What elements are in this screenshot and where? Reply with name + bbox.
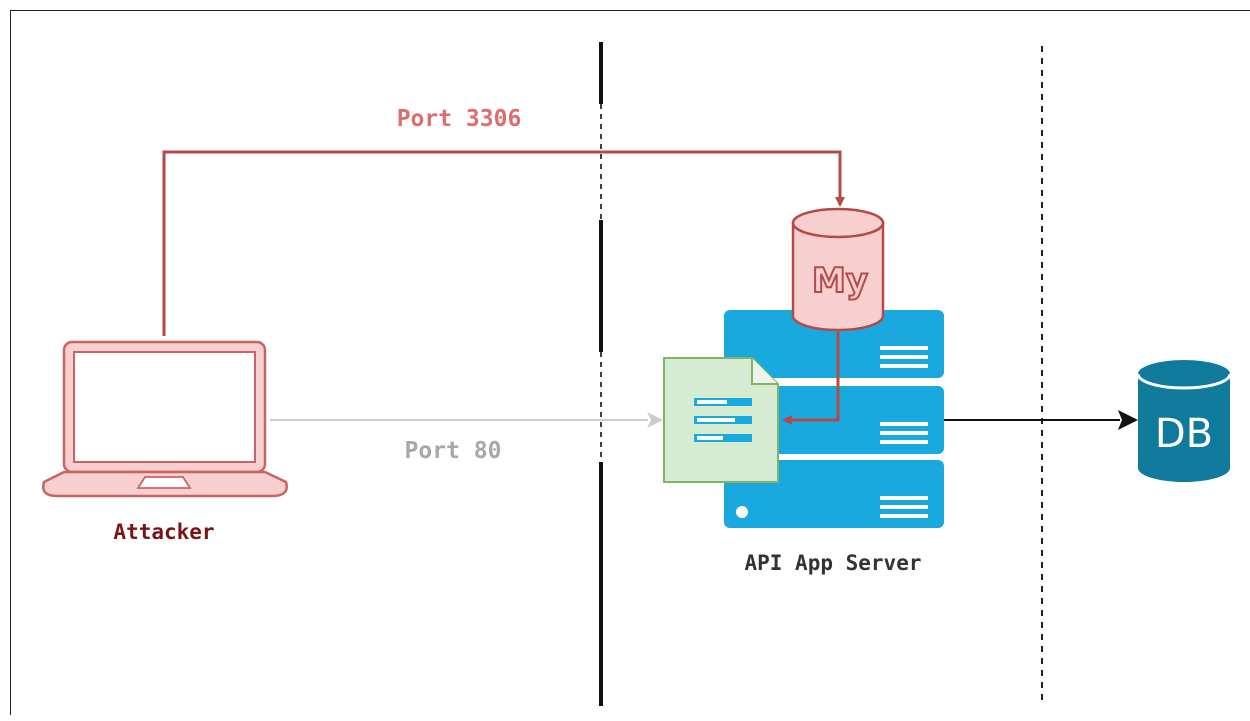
db-label: DB — [1155, 411, 1213, 457]
port-3306-label: Port 3306 — [397, 106, 522, 132]
server-db-arrowhead — [1118, 410, 1138, 430]
port-80-label: Port 80 — [405, 438, 502, 464]
port-3306-connection — [162, 150, 845, 336]
mysql-database-icon: My — [791, 207, 885, 332]
api-app-server-label: API App Server — [744, 551, 921, 575]
diagram-frame — [10, 10, 1250, 715]
mysql-logo-text: My — [812, 261, 868, 301]
document-icon — [663, 357, 779, 483]
mysql-to-api-connection — [782, 332, 840, 425]
attacker-label: Attacker — [113, 520, 214, 544]
port-80-arrowhead — [647, 412, 663, 428]
laptop-icon — [42, 340, 288, 498]
database-icon: DB — [1136, 360, 1232, 482]
